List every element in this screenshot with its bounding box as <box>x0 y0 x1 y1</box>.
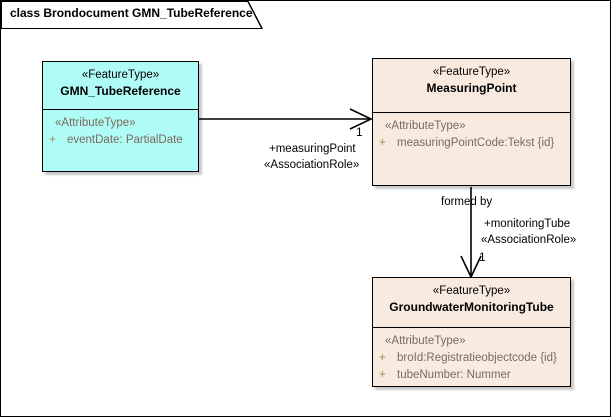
class-name: GMN_TubeReference <box>60 84 181 98</box>
attribute-row: + measuringPointCode:Tekst {id} <box>379 135 566 152</box>
attribute-compartment-stereotype: «AttributeType» <box>55 117 136 129</box>
diagram-title-tab: class Brondocument GMN_TubeReference <box>1 1 273 29</box>
class-box-measuring-point[interactable]: «FeatureType» MeasuringPoint «AttributeT… <box>372 58 571 186</box>
class-stereotype: «FeatureType» <box>432 66 511 78</box>
association-role-stereotype-measuring-point: «AssociationRole» <box>264 159 360 171</box>
class-box-gmn-tube-reference[interactable]: «FeatureType» GMN_TubeReference «Attribu… <box>42 61 199 172</box>
attribute-row: + eventDate: PartialDate <box>49 132 194 149</box>
class-header-groundwater-monitoring-tube: «FeatureType» GroundwaterMonitoringTube <box>373 278 570 328</box>
attribute-row: + tubeNumber: Nummer <box>379 367 566 384</box>
class-header-gmn-tube-reference: «FeatureType» GMN_TubeReference <box>43 62 198 110</box>
class-attributes-gmn-tube-reference: «AttributeType» + eventDate: PartialDate <box>43 110 198 155</box>
attribute-text: broId:Registratieobjectcode {id} <box>397 352 557 364</box>
attribute-row: + broId:Registratieobjectcode {id} <box>379 350 566 367</box>
connector-tube-reference-to-measuring-point <box>199 108 373 130</box>
attribute-compartment-stereotype: «AttributeType» <box>385 120 466 132</box>
association-name-formed-by: formed by <box>441 196 493 208</box>
association-role-stereotype-monitoring-tube: «AssociationRole» <box>481 234 577 246</box>
association-multiplicity-monitoring-tube: 1 <box>479 250 486 264</box>
attribute-text: tubeNumber: Nummer <box>397 369 511 381</box>
attribute-visibility: + <box>379 137 386 149</box>
attribute-text: eventDate: PartialDate <box>67 134 183 146</box>
class-box-groundwater-monitoring-tube[interactable]: «FeatureType» GroundwaterMonitoringTube … <box>372 277 571 387</box>
class-name: GroundwaterMonitoringTube <box>389 300 554 314</box>
attribute-compartment-stereotype: «AttributeType» <box>385 335 466 347</box>
class-stereotype: «FeatureType» <box>81 69 160 81</box>
attribute-text: measuringPointCode:Tekst {id} <box>397 137 555 149</box>
diagram-title: class Brondocument GMN_TubeReference <box>10 6 253 20</box>
class-name: MeasuringPoint <box>426 81 517 95</box>
attribute-visibility: + <box>379 369 386 381</box>
attribute-visibility: + <box>49 134 56 146</box>
association-multiplicity-measuring-point: 1 <box>356 125 363 139</box>
class-attributes-measuring-point: «AttributeType» + measuringPointCode:Tek… <box>373 113 570 158</box>
attribute-visibility: + <box>379 352 386 364</box>
association-role-measuring-point: +measuringPoint <box>269 143 356 155</box>
association-role-monitoring-tube: +monitoringTube <box>484 218 571 230</box>
class-header-measuring-point: «FeatureType» MeasuringPoint <box>373 59 570 113</box>
class-attributes-groundwater-monitoring-tube: «AttributeType» + broId:Registratieobjec… <box>373 328 570 390</box>
title-tab-shape <box>1 1 263 29</box>
class-stereotype: «FeatureType» <box>432 285 511 297</box>
